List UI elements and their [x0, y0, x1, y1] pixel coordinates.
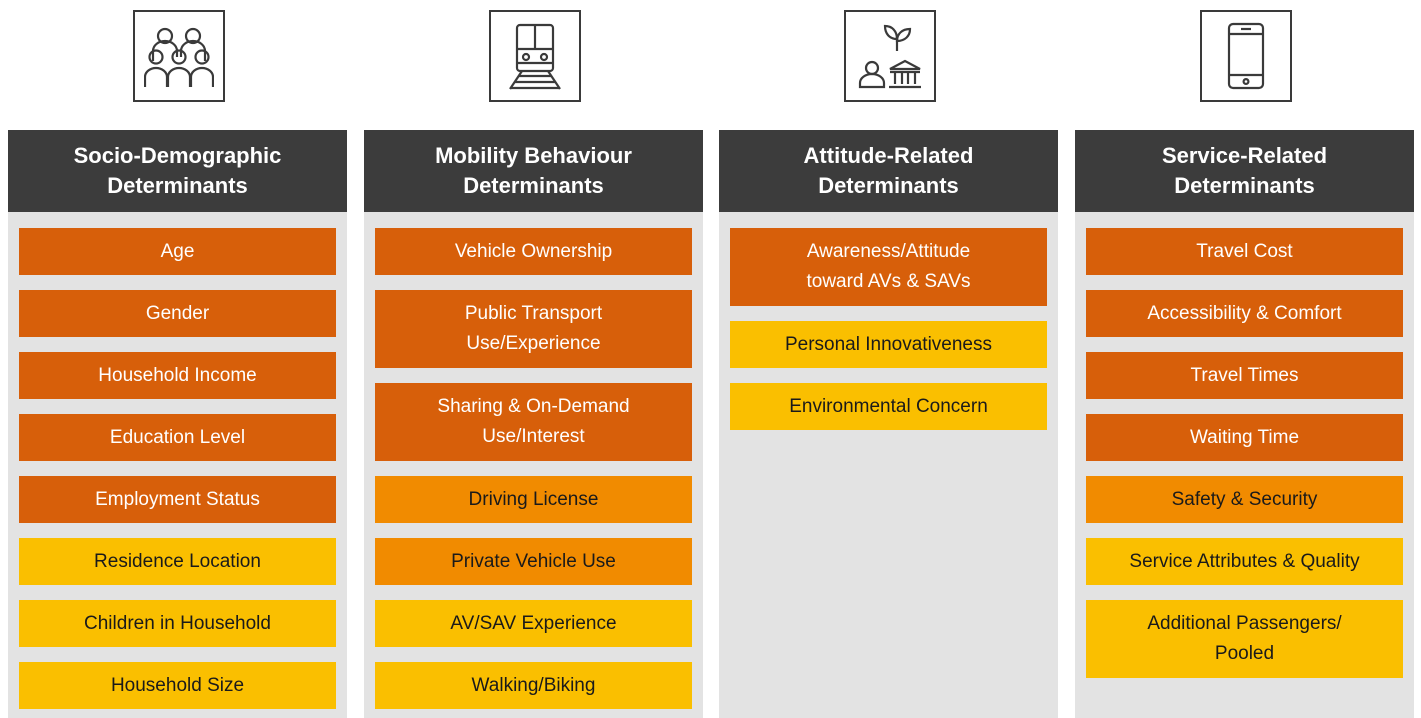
determinant-driving-license: Driving License: [375, 476, 692, 523]
determinant-walking-biking: Walking/Biking: [375, 662, 692, 709]
determinant-private-vehicle-use: Private Vehicle Use: [375, 538, 692, 585]
determinant-children-in-household: Children in Household: [19, 600, 336, 647]
determinant-education-level: Education Level: [19, 414, 336, 461]
column-attitude-related: Attitude-Related Determinants Awareness/…: [719, 0, 1058, 718]
determinant-service-attributes-quality: Service Attributes & Quality: [1086, 538, 1403, 585]
determinant-accessibility-comfort: Accessibility & Comfort: [1086, 290, 1403, 337]
determinant-travel-cost: Travel Cost: [1086, 228, 1403, 275]
people-group-icon: [133, 10, 225, 102]
determinant-awareness-attitude: Awareness/Attitude toward AVs & SAVs: [730, 228, 1047, 306]
column-service-related: Service-Related Determinants Travel Cost…: [1075, 0, 1414, 718]
determinant-age: Age: [19, 228, 336, 275]
column-title: Service-Related Determinants: [1075, 130, 1414, 212]
column-title: Attitude-Related Determinants: [719, 130, 1058, 212]
determinant-residence-location: Residence Location: [19, 538, 336, 585]
determinant-personal-innovativeness: Personal Innovativeness: [730, 321, 1047, 368]
determinant-employment-status: Employment Status: [19, 476, 336, 523]
determinants-panel: Age Gender Household Income Education Le…: [8, 212, 347, 718]
determinant-public-transport: Public Transport Use/Experience: [375, 290, 692, 368]
column-mobility-behaviour: Mobility Behaviour Determinants Vehicle …: [364, 0, 703, 718]
determinant-sharing-on-demand: Sharing & On-Demand Use/Interest: [375, 383, 692, 461]
determinants-panel: Travel Cost Accessibility & Comfort Trav…: [1075, 212, 1414, 718]
determinant-environmental-concern: Environmental Concern: [730, 383, 1047, 430]
determinants-panel: Vehicle Ownership Public Transport Use/E…: [364, 212, 703, 718]
determinant-household-size: Household Size: [19, 662, 336, 709]
determinant-vehicle-ownership: Vehicle Ownership: [375, 228, 692, 275]
determinant-travel-times: Travel Times: [1086, 352, 1403, 399]
determinants-panel: Awareness/Attitude toward AVs & SAVs Per…: [719, 212, 1058, 718]
smartphone-icon: [1200, 10, 1292, 102]
determinant-av-sav-experience: AV/SAV Experience: [375, 600, 692, 647]
determinant-household-income: Household Income: [19, 352, 336, 399]
column-title: Socio-Demographic Determinants: [8, 130, 347, 212]
determinant-gender: Gender: [19, 290, 336, 337]
determinant-additional-passengers: Additional Passengers/ Pooled: [1086, 600, 1403, 678]
column-title: Mobility Behaviour Determinants: [364, 130, 703, 212]
determinant-safety-security: Safety & Security: [1086, 476, 1403, 523]
determinant-waiting-time: Waiting Time: [1086, 414, 1403, 461]
train-icon: [489, 10, 581, 102]
column-socio-demographic: Socio-Demographic Determinants Age Gende…: [8, 0, 347, 718]
person-plant-institution-icon: [844, 10, 936, 102]
